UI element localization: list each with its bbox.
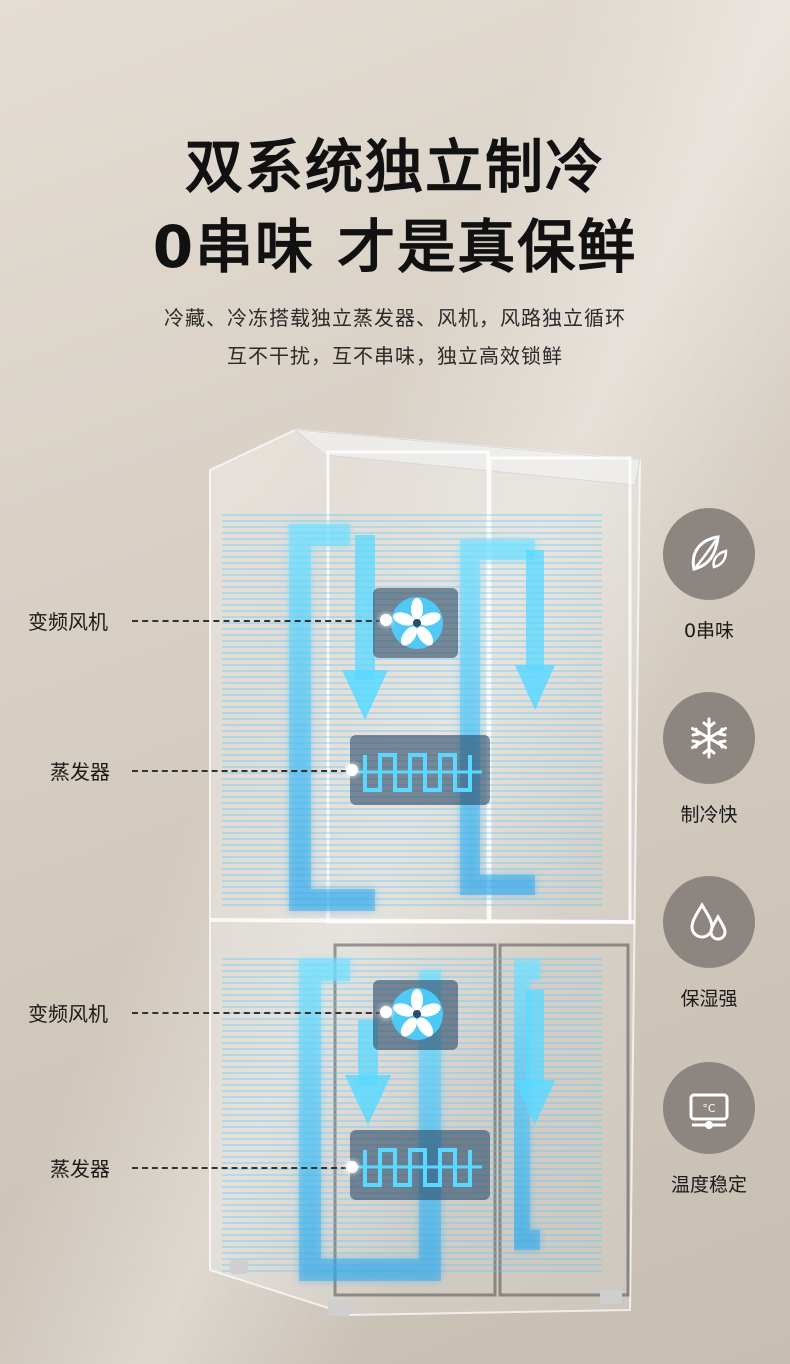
fridge-illustration	[209, 428, 642, 1317]
feature-fast-cooling: 制冷快	[661, 692, 757, 827]
fridge-feet	[230, 1260, 622, 1316]
svg-text:°C: °C	[702, 1102, 716, 1115]
callout-label: 变频风机	[28, 1002, 108, 1026]
callout-dot	[346, 1161, 358, 1173]
callout-lower-fan: 变频风机	[0, 998, 420, 1028]
subtitle-line-2: 互不干扰，互不串味，独立高效锁鲜	[227, 344, 563, 368]
callout-leader-line	[132, 770, 347, 772]
feature-no-odor: 0串味	[661, 508, 757, 643]
upper-fan-box	[373, 588, 458, 658]
feature-label: 保湿强	[680, 988, 738, 1010]
subtitle-line-1: 冷藏、冷冻搭载独立蒸发器、风机，风路独立循环	[164, 306, 626, 330]
callout-label: 蒸发器	[50, 760, 110, 784]
lower-evaporator-box	[350, 1130, 490, 1200]
water-drops-icon	[663, 876, 755, 968]
callout-lower-evaporator: 蒸发器	[0, 1153, 420, 1183]
headline-line-2: 0串味 才是真保鲜	[152, 213, 638, 281]
callout-dot	[346, 764, 358, 776]
callout-label: 蒸发器	[50, 1157, 110, 1181]
feature-label: 温度稳定	[670, 1174, 747, 1196]
callout-leader-line	[132, 1012, 382, 1014]
callout-upper-fan: 变频风机	[0, 606, 420, 636]
feature-moisturizing: 保湿强	[661, 876, 757, 1011]
callout-leader-line	[132, 1167, 347, 1169]
upper-evaporator-box	[350, 735, 490, 805]
feature-label: 制冷快	[680, 804, 738, 826]
feature-stable-temperature: °C 温度稳定	[661, 1062, 757, 1197]
callout-upper-evaporator: 蒸发器	[0, 756, 420, 786]
leaf-icon	[663, 508, 755, 600]
callout-dot	[380, 614, 392, 626]
callout-leader-line	[132, 620, 382, 622]
callout-label: 变频风机	[28, 610, 108, 634]
lower-fan-box	[373, 980, 458, 1050]
snowflake-icon	[663, 692, 755, 784]
thermostat-icon: °C	[663, 1062, 755, 1154]
callout-dot	[380, 1006, 392, 1018]
feature-label: 0串味	[683, 620, 735, 642]
headline-line-1: 双系统独立制冷	[184, 133, 605, 201]
